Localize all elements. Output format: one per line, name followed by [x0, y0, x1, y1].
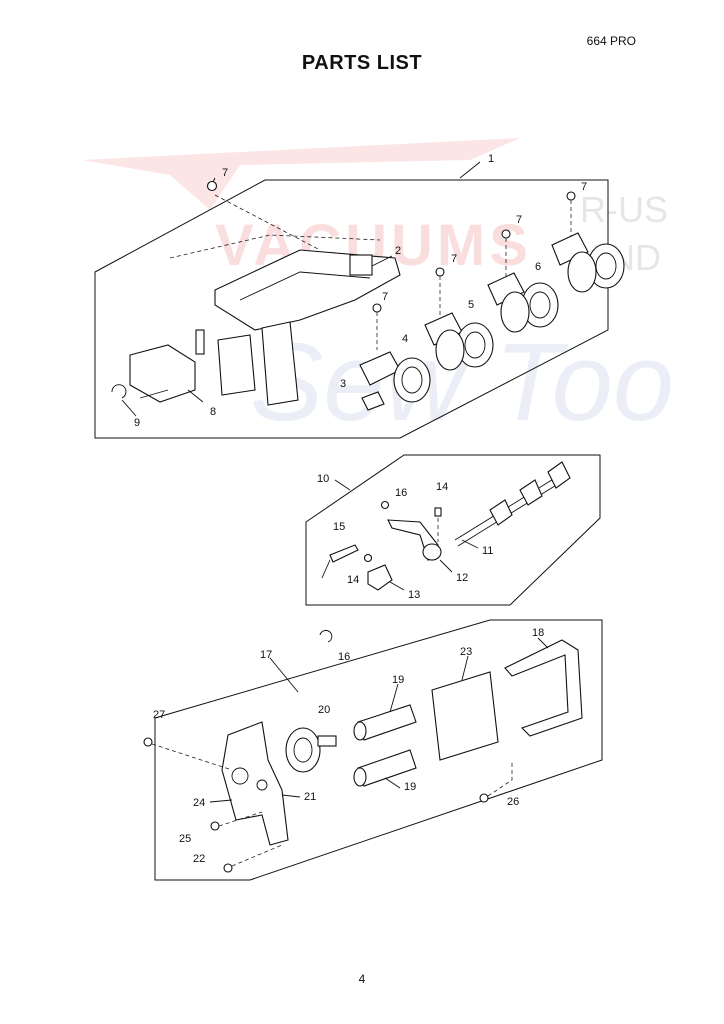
callout-7c: 7 [451, 253, 457, 265]
callout-14b: 14 [347, 574, 359, 586]
callout-24: 24 [193, 797, 205, 809]
frame-18 [504, 639, 583, 737]
callout-26: 26 [507, 796, 519, 808]
callout-8: 8 [210, 406, 216, 418]
callout-16a: 16 [395, 487, 407, 499]
callout-1: 1 [488, 153, 494, 165]
tension-unit-3 [359, 351, 431, 411]
callout-17: 17 [260, 649, 272, 661]
callout-7b: 7 [382, 291, 388, 303]
feed-roller-19 [353, 704, 417, 787]
callout-7e: 7 [581, 181, 587, 193]
callout-4: 4 [402, 333, 408, 345]
cam-block [367, 564, 393, 591]
screw-25 [210, 821, 220, 831]
e-ring-clip [111, 384, 127, 399]
callout-13: 13 [408, 589, 420, 601]
screw-22 [223, 863, 233, 873]
callout-7d: 7 [516, 214, 522, 226]
callout-25: 25 [179, 833, 191, 845]
watermark-rus: R-US [580, 189, 668, 230]
model-number: 664 PRO [586, 34, 636, 48]
callout-16b: 16 [338, 651, 350, 663]
callout-15: 15 [333, 521, 345, 533]
callout-19b: 19 [404, 781, 416, 793]
callout-20: 20 [318, 704, 330, 716]
callout-11: 11 [482, 545, 493, 557]
callout-7a: 7 [222, 167, 228, 179]
callout-19a: 19 [392, 674, 404, 686]
set-screw-14 [434, 507, 442, 517]
callout-21: 21 [304, 791, 316, 803]
group-10-assembly: 10 11 12 13 14 14 15 16 [305, 454, 601, 606]
ring-16 [380, 500, 390, 510]
group-10-frame [305, 454, 601, 606]
callout-14a: 14 [436, 481, 448, 493]
page-title: PARTS LIST [301, 52, 423, 74]
callout-5: 5 [468, 299, 474, 311]
callout-18: 18 [532, 627, 544, 639]
callout-2: 2 [395, 245, 401, 257]
frame-plate-21 [221, 721, 289, 846]
callout-27: 27 [153, 709, 165, 721]
screw-26 [479, 793, 489, 803]
side-bracket [261, 321, 299, 406]
feed-plate-23 [431, 671, 499, 761]
tension-unit-4 [424, 312, 494, 371]
screw-27 [143, 737, 153, 747]
group-1-frame [94, 179, 609, 439]
callout-10: 10 [317, 473, 329, 485]
screw-7 [206, 180, 576, 313]
callout-23: 23 [460, 646, 472, 658]
ring-16b [319, 629, 333, 643]
callout-22: 22 [193, 853, 205, 865]
callout-9: 9 [134, 417, 140, 429]
group-17-assembly: 17 18 19 19 20 21 22 23 24 25 26 27 16 [143, 619, 603, 881]
rod-15 [329, 544, 359, 563]
gear-20 [285, 727, 321, 773]
shaft-cam [489, 499, 513, 526]
group-1-assembly: 1 2 3 4 5 6 7 7 7 7 7 8 9 [94, 153, 625, 439]
tension-unit-6 [551, 232, 625, 293]
callout-6: 6 [535, 261, 541, 273]
callout-12: 12 [456, 572, 468, 584]
page-number: 4 [358, 972, 366, 986]
callout-3: 3 [340, 378, 346, 390]
tension-unit-5 [487, 272, 559, 333]
group-17-frame [154, 619, 603, 881]
slide-holder [129, 344, 196, 403]
